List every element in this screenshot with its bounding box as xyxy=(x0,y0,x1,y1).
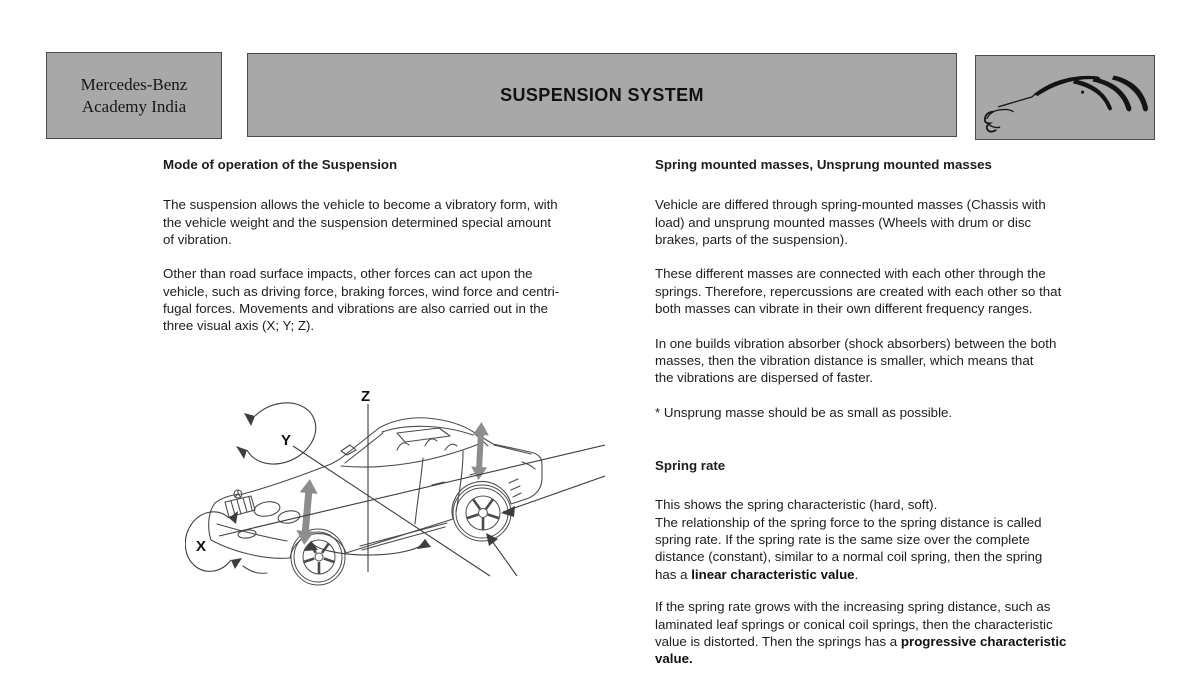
x-rotation-arrow xyxy=(185,511,232,572)
y-axis-label: Y xyxy=(281,432,291,449)
text-line: fugal forces. Movements and vibrations a… xyxy=(163,301,549,317)
left-paragraph-1: The suspension allows the vehicle to bec… xyxy=(163,196,615,248)
y-axis-line xyxy=(292,445,491,577)
text-line: In one builds vibration absorber (shock … xyxy=(655,335,1057,351)
left-paragraph-2: Other than road surface impacts, other f… xyxy=(163,265,615,334)
logo-text-line1: Mercedes-Benz xyxy=(80,74,188,94)
front-wheel xyxy=(290,528,346,586)
tail-light xyxy=(521,461,536,470)
spring-rate-heading: Spring rate xyxy=(655,458,726,474)
rear-wheel-arrow-1 xyxy=(502,475,605,513)
x-axis-line xyxy=(218,444,605,537)
text-line: Other than road surface impacts, other f… xyxy=(163,266,533,282)
hood-vibration-arrow xyxy=(296,479,318,545)
text-line: spring rate. If the spring rate is the s… xyxy=(655,532,1030,548)
spring-rate-paragraph-2: If the spring rate grows with the increa… xyxy=(655,598,1113,667)
text-line: These different masses are connected wit… xyxy=(655,266,1046,282)
masses-heading: Spring mounted masses, Unsprung mounted … xyxy=(655,157,992,172)
text-line: If the spring rate grows with the increa… xyxy=(655,599,1051,615)
text-line: the vehicle weight and the suspension de… xyxy=(163,214,552,230)
masses-paragraph-3: In one builds vibration absorber (shock … xyxy=(655,335,1113,387)
headlight-inner xyxy=(277,510,301,524)
seats xyxy=(396,438,458,451)
z-rotation-arrowhead-right xyxy=(417,539,431,549)
z-rotation-arrowhead-left xyxy=(304,541,318,551)
car-silhouette-box xyxy=(975,55,1155,140)
text-line: springs. Therefore, repercussions are cr… xyxy=(655,283,1062,299)
x-rotation-arrowhead-top xyxy=(229,511,238,524)
car-silhouette-icon xyxy=(983,75,1148,133)
text-line: value is distorted. Then the springs has… xyxy=(655,633,1113,650)
side-mirror xyxy=(340,444,357,456)
text-line: Vehicle are differed through spring-moun… xyxy=(655,197,1046,213)
grille xyxy=(224,495,256,518)
x-axis-label: X xyxy=(196,538,206,555)
masses-paragraph-2: These different masses are connected wit… xyxy=(655,265,1113,317)
unsprung-note: * Unsprung masse should be as small as p… xyxy=(655,404,953,420)
rear-vibration-arrow xyxy=(471,422,489,480)
right-column: Spring mounted masses, Unsprung mounted … xyxy=(655,156,1113,675)
text-line: three visual axis (X; Y; Z). xyxy=(163,318,315,334)
text-line: load) and unsprung mounted masses (Wheel… xyxy=(655,214,1032,230)
y-rotation-arrowhead-bottom xyxy=(236,446,247,459)
text-line: The suspension allows the vehicle to bec… xyxy=(163,197,558,213)
text-line: laminated leaf springs or conical coil s… xyxy=(655,616,1053,632)
left-column: Mode of operation of the Suspension The … xyxy=(163,156,615,352)
bold-segment: progressive characteristic xyxy=(900,633,1067,649)
logo-text-line2: Academy India xyxy=(81,96,187,116)
text-line: masses, then the vibration distance is s… xyxy=(655,352,1034,368)
title-banner: SUSPENSION SYSTEM xyxy=(247,53,957,137)
text-line: the vibrations are dispersed of faster. xyxy=(655,370,874,386)
x-rotation-arrowhead-bottom xyxy=(231,558,242,569)
text-line: of vibration. xyxy=(163,231,232,247)
text-line: brakes, parts of the suspension). xyxy=(655,231,848,247)
wheel-arrowhead-1 xyxy=(501,506,515,517)
text-line: both masses can vibrate in their own dif… xyxy=(655,301,1033,317)
text-line: has a linear characteristic value. xyxy=(655,566,1113,583)
vibration-axes-diagram: Z Y X xyxy=(185,388,605,600)
text-line: value. xyxy=(655,650,1113,667)
y-rotation-arrowhead-top xyxy=(244,413,255,426)
text-line: The relationship of the spring force to … xyxy=(655,514,1042,530)
line-segment: has a xyxy=(655,566,692,582)
car-axes-drawing: Z Y X xyxy=(185,388,605,586)
sunroof xyxy=(396,427,451,443)
line-segment: value is distorted. Then the springs has… xyxy=(655,633,901,649)
bold-segment: value. xyxy=(655,651,693,667)
logo-box: Mercedes-Benz Academy India xyxy=(46,52,222,139)
text-line: distance (constant), similar to a normal… xyxy=(655,549,1043,565)
z-axis-label: Z xyxy=(361,388,370,405)
wheel-arrowhead-2 xyxy=(486,533,498,546)
masses-paragraph-1: Vehicle are differed through spring-moun… xyxy=(655,196,1113,248)
page-title: SUSPENSION SYSTEM xyxy=(500,84,704,105)
line-segment: . xyxy=(854,566,859,582)
headlight-outer xyxy=(253,501,281,517)
text-line: This shows the spring characteristic (ha… xyxy=(655,497,938,513)
left-heading: Mode of operation of the Suspension xyxy=(163,157,398,172)
car-outline xyxy=(208,417,543,574)
text-line: vehicle, such as driving force, braking … xyxy=(163,283,560,299)
spring-rate-paragraph-1: This shows the spring characteristic (ha… xyxy=(655,496,1113,582)
bold-segment: linear characteristic value xyxy=(691,566,855,582)
y-rotation-arrow xyxy=(246,402,317,465)
